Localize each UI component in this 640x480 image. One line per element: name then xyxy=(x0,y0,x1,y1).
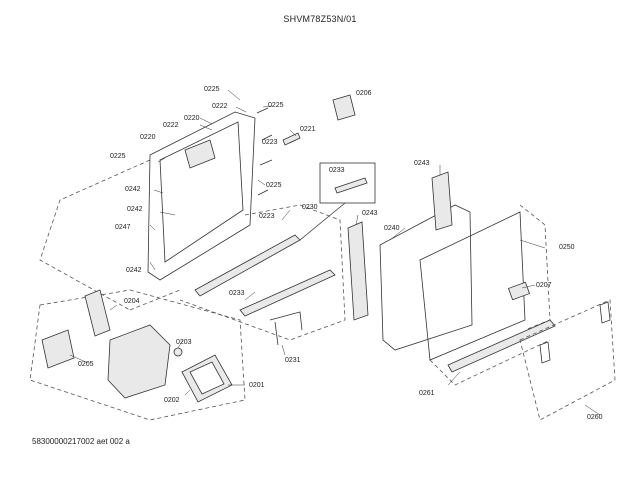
bracket-0206 xyxy=(332,94,356,121)
document-code: 58300000217002 aet 002 a xyxy=(32,437,130,446)
label-0204: 0204 xyxy=(124,298,140,305)
label-0205: 0205 xyxy=(78,361,94,368)
label-0231: 0231 xyxy=(285,357,301,364)
label-0202: 0202 xyxy=(164,397,180,404)
knob-0203 xyxy=(173,347,183,357)
label-0260: 0260 xyxy=(587,414,603,421)
strip-0243 xyxy=(347,221,369,321)
label-0220b: 0220 xyxy=(140,134,156,141)
outer-panel-edge xyxy=(429,204,551,386)
label-0222b: 0222 xyxy=(163,122,179,129)
model-number-title: SHVM78Z53N/01 xyxy=(283,14,357,24)
label-0233b: 0233 xyxy=(229,290,245,297)
clip-0260a xyxy=(599,301,611,324)
lower-left-boundary xyxy=(29,289,246,421)
label-0240: 0240 xyxy=(384,225,400,232)
label-0242c: 0242 xyxy=(126,267,142,274)
label-0247: 0247 xyxy=(115,224,131,231)
label-0230: 0230 xyxy=(302,204,318,211)
outer-panel-0250 xyxy=(419,211,526,361)
label-0220a: 0220 xyxy=(184,115,200,122)
toe-strip-0261 xyxy=(447,319,556,373)
inset-part-0233 xyxy=(334,177,368,194)
handle-0204 xyxy=(84,289,111,337)
leader-inset xyxy=(299,202,346,241)
door-assembly-boundary xyxy=(39,159,346,341)
screw-mid xyxy=(261,134,273,141)
door-window xyxy=(184,139,216,169)
module-housing xyxy=(107,324,171,399)
door-panel-inner xyxy=(159,121,244,263)
side-bracket-0260 xyxy=(519,299,616,421)
leader-lines xyxy=(69,89,601,416)
label-0207: 0207 xyxy=(536,282,552,289)
lower-rail xyxy=(194,234,301,297)
label-0223b: 0223 xyxy=(259,213,275,220)
label-0233a: 0233 xyxy=(329,167,345,174)
panel-0240 xyxy=(379,204,473,351)
label-0243a: 0243 xyxy=(362,210,378,217)
label-0201: 0201 xyxy=(249,382,265,389)
control-panel-0205 xyxy=(41,329,75,369)
label-0225b: 0225 xyxy=(268,102,284,109)
connector-part xyxy=(282,132,301,146)
label-0242a: 0242 xyxy=(125,186,141,193)
label-0242b: 0242 xyxy=(127,206,143,213)
clip-0260b xyxy=(539,341,551,364)
label-0223a: 0223 xyxy=(262,139,278,146)
part-labels: 0225 0222 0225 0220 0222 0220 0223 0221 … xyxy=(78,86,603,421)
side-bracket xyxy=(269,311,303,346)
label-0261: 0261 xyxy=(419,390,435,397)
label-0222a: 0222 xyxy=(212,103,228,110)
frame-0202-inner xyxy=(189,361,225,395)
label-0225a: 0225 xyxy=(204,86,220,93)
door-panel-outline xyxy=(147,111,256,281)
screw-top xyxy=(256,107,269,114)
label-0203: 0203 xyxy=(176,339,192,346)
label-0221: 0221 xyxy=(300,126,316,133)
label-plate-0207 xyxy=(507,281,531,301)
bottom-rail xyxy=(239,269,336,317)
screw-right xyxy=(257,189,269,196)
label-0225d: 0225 xyxy=(266,182,282,189)
label-0206: 0206 xyxy=(356,90,372,97)
screw-lower xyxy=(259,159,273,166)
inset-box-0233 xyxy=(319,162,376,204)
upright-0243 xyxy=(431,171,453,231)
label-0243b: 0243 xyxy=(414,160,430,167)
label-0225c: 0225 xyxy=(110,153,126,160)
label-0250: 0250 xyxy=(559,244,575,251)
